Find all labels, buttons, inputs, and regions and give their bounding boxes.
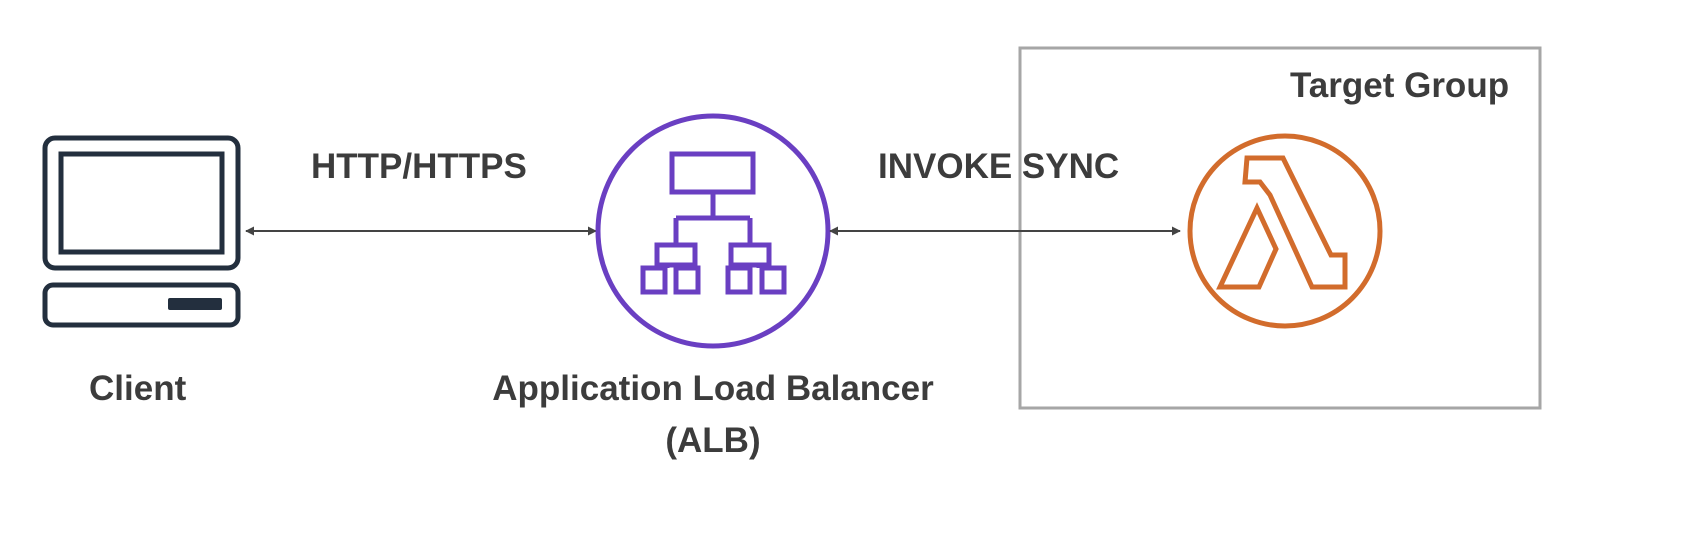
load-balancer-icon: [595, 113, 831, 349]
desktop-computer-icon: [42, 135, 241, 328]
target-group-label: Target Group: [1290, 66, 1510, 105]
client-label: Client: [89, 369, 187, 408]
invoke-sync-label: INVOKE SYNC: [878, 147, 1120, 186]
alb-label-line2: (ALB): [665, 421, 761, 460]
protocol-label: HTTP/HTTPS: [311, 147, 527, 186]
lambda-icon: [1187, 133, 1383, 329]
alb-label-line1: Application Load Balancer: [492, 369, 934, 408]
